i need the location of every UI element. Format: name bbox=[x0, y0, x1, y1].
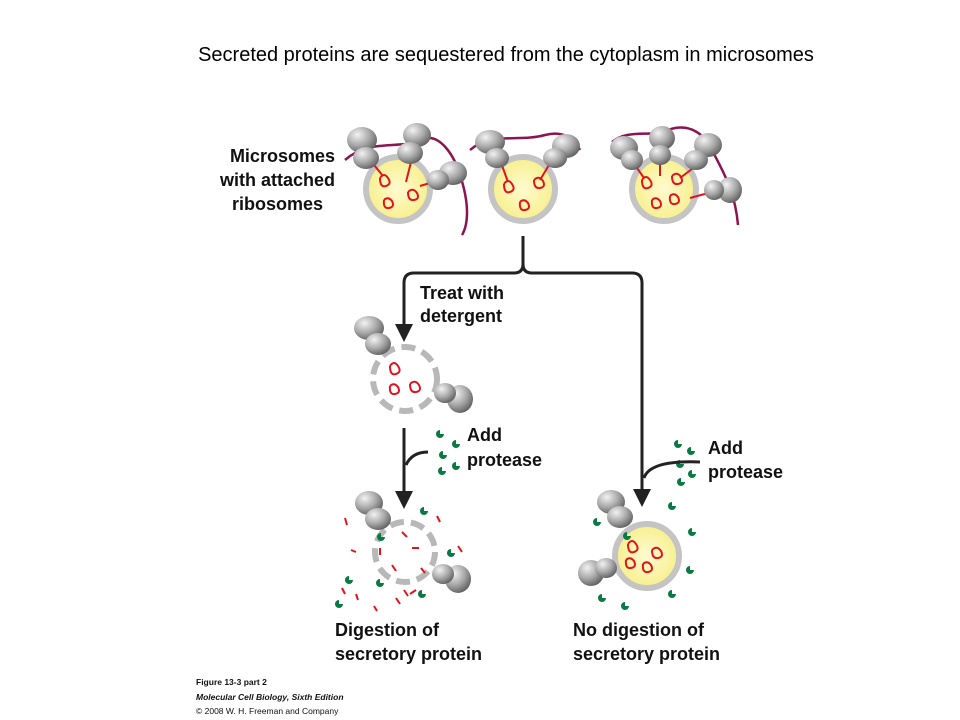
protein-cluster bbox=[624, 540, 663, 574]
protein-cluster bbox=[379, 174, 419, 210]
page-title: Secreted proteins are sequestered from t… bbox=[198, 44, 814, 66]
protein-cluster bbox=[388, 362, 421, 396]
mrna-strand bbox=[344, 136, 469, 236]
ribosome bbox=[543, 134, 580, 168]
ribosome bbox=[649, 126, 675, 165]
figure-caption: Figure 13-3 part 2 Molecular Cell Biolog… bbox=[196, 672, 348, 716]
ribosome bbox=[610, 136, 643, 170]
ribosome bbox=[475, 130, 509, 168]
protease-molecules bbox=[335, 507, 455, 608]
microsome-detergent bbox=[354, 316, 473, 414]
disrupted-membrane bbox=[372, 519, 438, 585]
add-protease-right-label: Add protease bbox=[708, 438, 783, 482]
disrupted-membrane bbox=[370, 344, 440, 414]
ribosome bbox=[355, 491, 391, 530]
microsome-intact bbox=[578, 490, 696, 610]
ribosome bbox=[684, 133, 722, 170]
microsomes-label: Microsomes with attached ribosomes bbox=[219, 146, 340, 214]
microsome-top-1 bbox=[344, 123, 469, 236]
protease-group-left bbox=[436, 430, 460, 475]
protein-cluster bbox=[641, 172, 683, 210]
branch-brace-right bbox=[521, 263, 651, 507]
microsome-top-3 bbox=[610, 126, 742, 226]
treat-detergent-label: Treat with detergent bbox=[420, 283, 509, 326]
peptide-fragments bbox=[341, 515, 463, 612]
microsome-digested bbox=[335, 491, 471, 612]
digestion-label: Digestion of secretory protein bbox=[335, 620, 482, 664]
protease-feed-left bbox=[404, 450, 429, 466]
ribosome bbox=[347, 127, 379, 169]
ribosome bbox=[704, 177, 742, 203]
ribosome bbox=[432, 564, 471, 593]
vesicle bbox=[488, 154, 558, 224]
protease-feed-right bbox=[642, 460, 701, 479]
no-digestion-label: No digestion of secretory protein bbox=[573, 620, 720, 664]
protease-molecules bbox=[593, 502, 696, 610]
ribosome bbox=[427, 161, 467, 190]
ribosome bbox=[397, 123, 431, 164]
microsome-top-2 bbox=[469, 130, 582, 224]
ribosome bbox=[354, 316, 391, 355]
vesicle bbox=[629, 154, 699, 224]
vesicle bbox=[612, 521, 682, 591]
ribosome bbox=[434, 383, 473, 413]
ribosome bbox=[597, 490, 633, 528]
add-protease-left-label: Add protease bbox=[467, 425, 542, 470]
ribosome bbox=[578, 558, 617, 586]
